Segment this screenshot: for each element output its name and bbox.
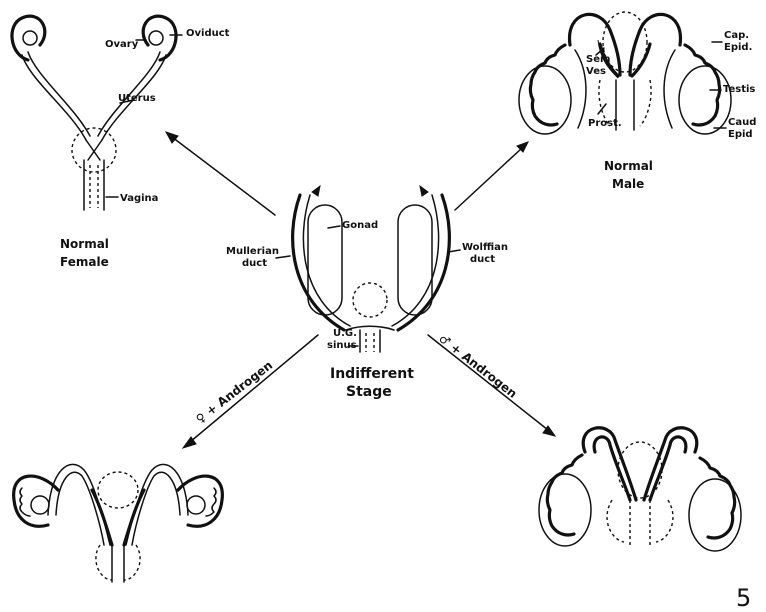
label-wolffian-line1: Wolffian bbox=[462, 242, 508, 253]
figure-number: 5 bbox=[736, 584, 751, 612]
male-androgen-figure bbox=[539, 428, 741, 551]
label-normal-male-line1: Normal bbox=[604, 159, 653, 173]
label-ug-line1: U.G. bbox=[333, 328, 357, 339]
arrow-to-female-androgen bbox=[190, 335, 318, 442]
label-mullerian-line2: duct bbox=[242, 258, 267, 269]
label-male-androgen: ♂ + Androgen bbox=[436, 331, 520, 401]
label-vagina: Vagina bbox=[120, 193, 158, 204]
label-female-androgen: ♀ + Androgen bbox=[193, 358, 275, 426]
label-cap-epid-line1: Cap. bbox=[724, 30, 749, 41]
indifferent-stage-figure bbox=[293, 186, 450, 352]
label-gonad: Gonad bbox=[342, 220, 378, 231]
arrow-to-female bbox=[172, 137, 275, 215]
label-cap-epid-line2: Epid. bbox=[724, 42, 752, 53]
label-caud-epid-line2: Epid bbox=[728, 129, 753, 140]
label-caud-epid-line1: Caud bbox=[728, 117, 756, 128]
label-wolffian-line2: duct bbox=[470, 254, 495, 265]
normal-female-figure bbox=[12, 16, 176, 210]
normal-male-figure bbox=[519, 12, 731, 134]
label-prost: Prost. bbox=[588, 118, 622, 129]
label-stage: Stage bbox=[346, 384, 392, 400]
label-testis: Testis bbox=[723, 84, 755, 95]
label-oviduct: Oviduct bbox=[186, 28, 230, 39]
label-normal-female-line1: Normal bbox=[60, 237, 109, 251]
label-mullerian-line1: Mullerian bbox=[226, 246, 279, 257]
label-ovary: Ovary bbox=[105, 39, 139, 50]
label-uterus: Uterus bbox=[118, 93, 156, 104]
label-normal-male-line2: Male bbox=[612, 177, 644, 191]
label-indifferent: Indifferent bbox=[330, 366, 414, 382]
label-normal-female-line2: Female bbox=[60, 255, 109, 269]
gonad-pointer bbox=[328, 226, 340, 228]
female-androgen-figure bbox=[14, 464, 223, 582]
arrow-to-male bbox=[455, 148, 522, 210]
label-sem-ves-line1: Sem bbox=[586, 54, 610, 65]
label-sem-ves-line2: Ves bbox=[586, 66, 606, 77]
